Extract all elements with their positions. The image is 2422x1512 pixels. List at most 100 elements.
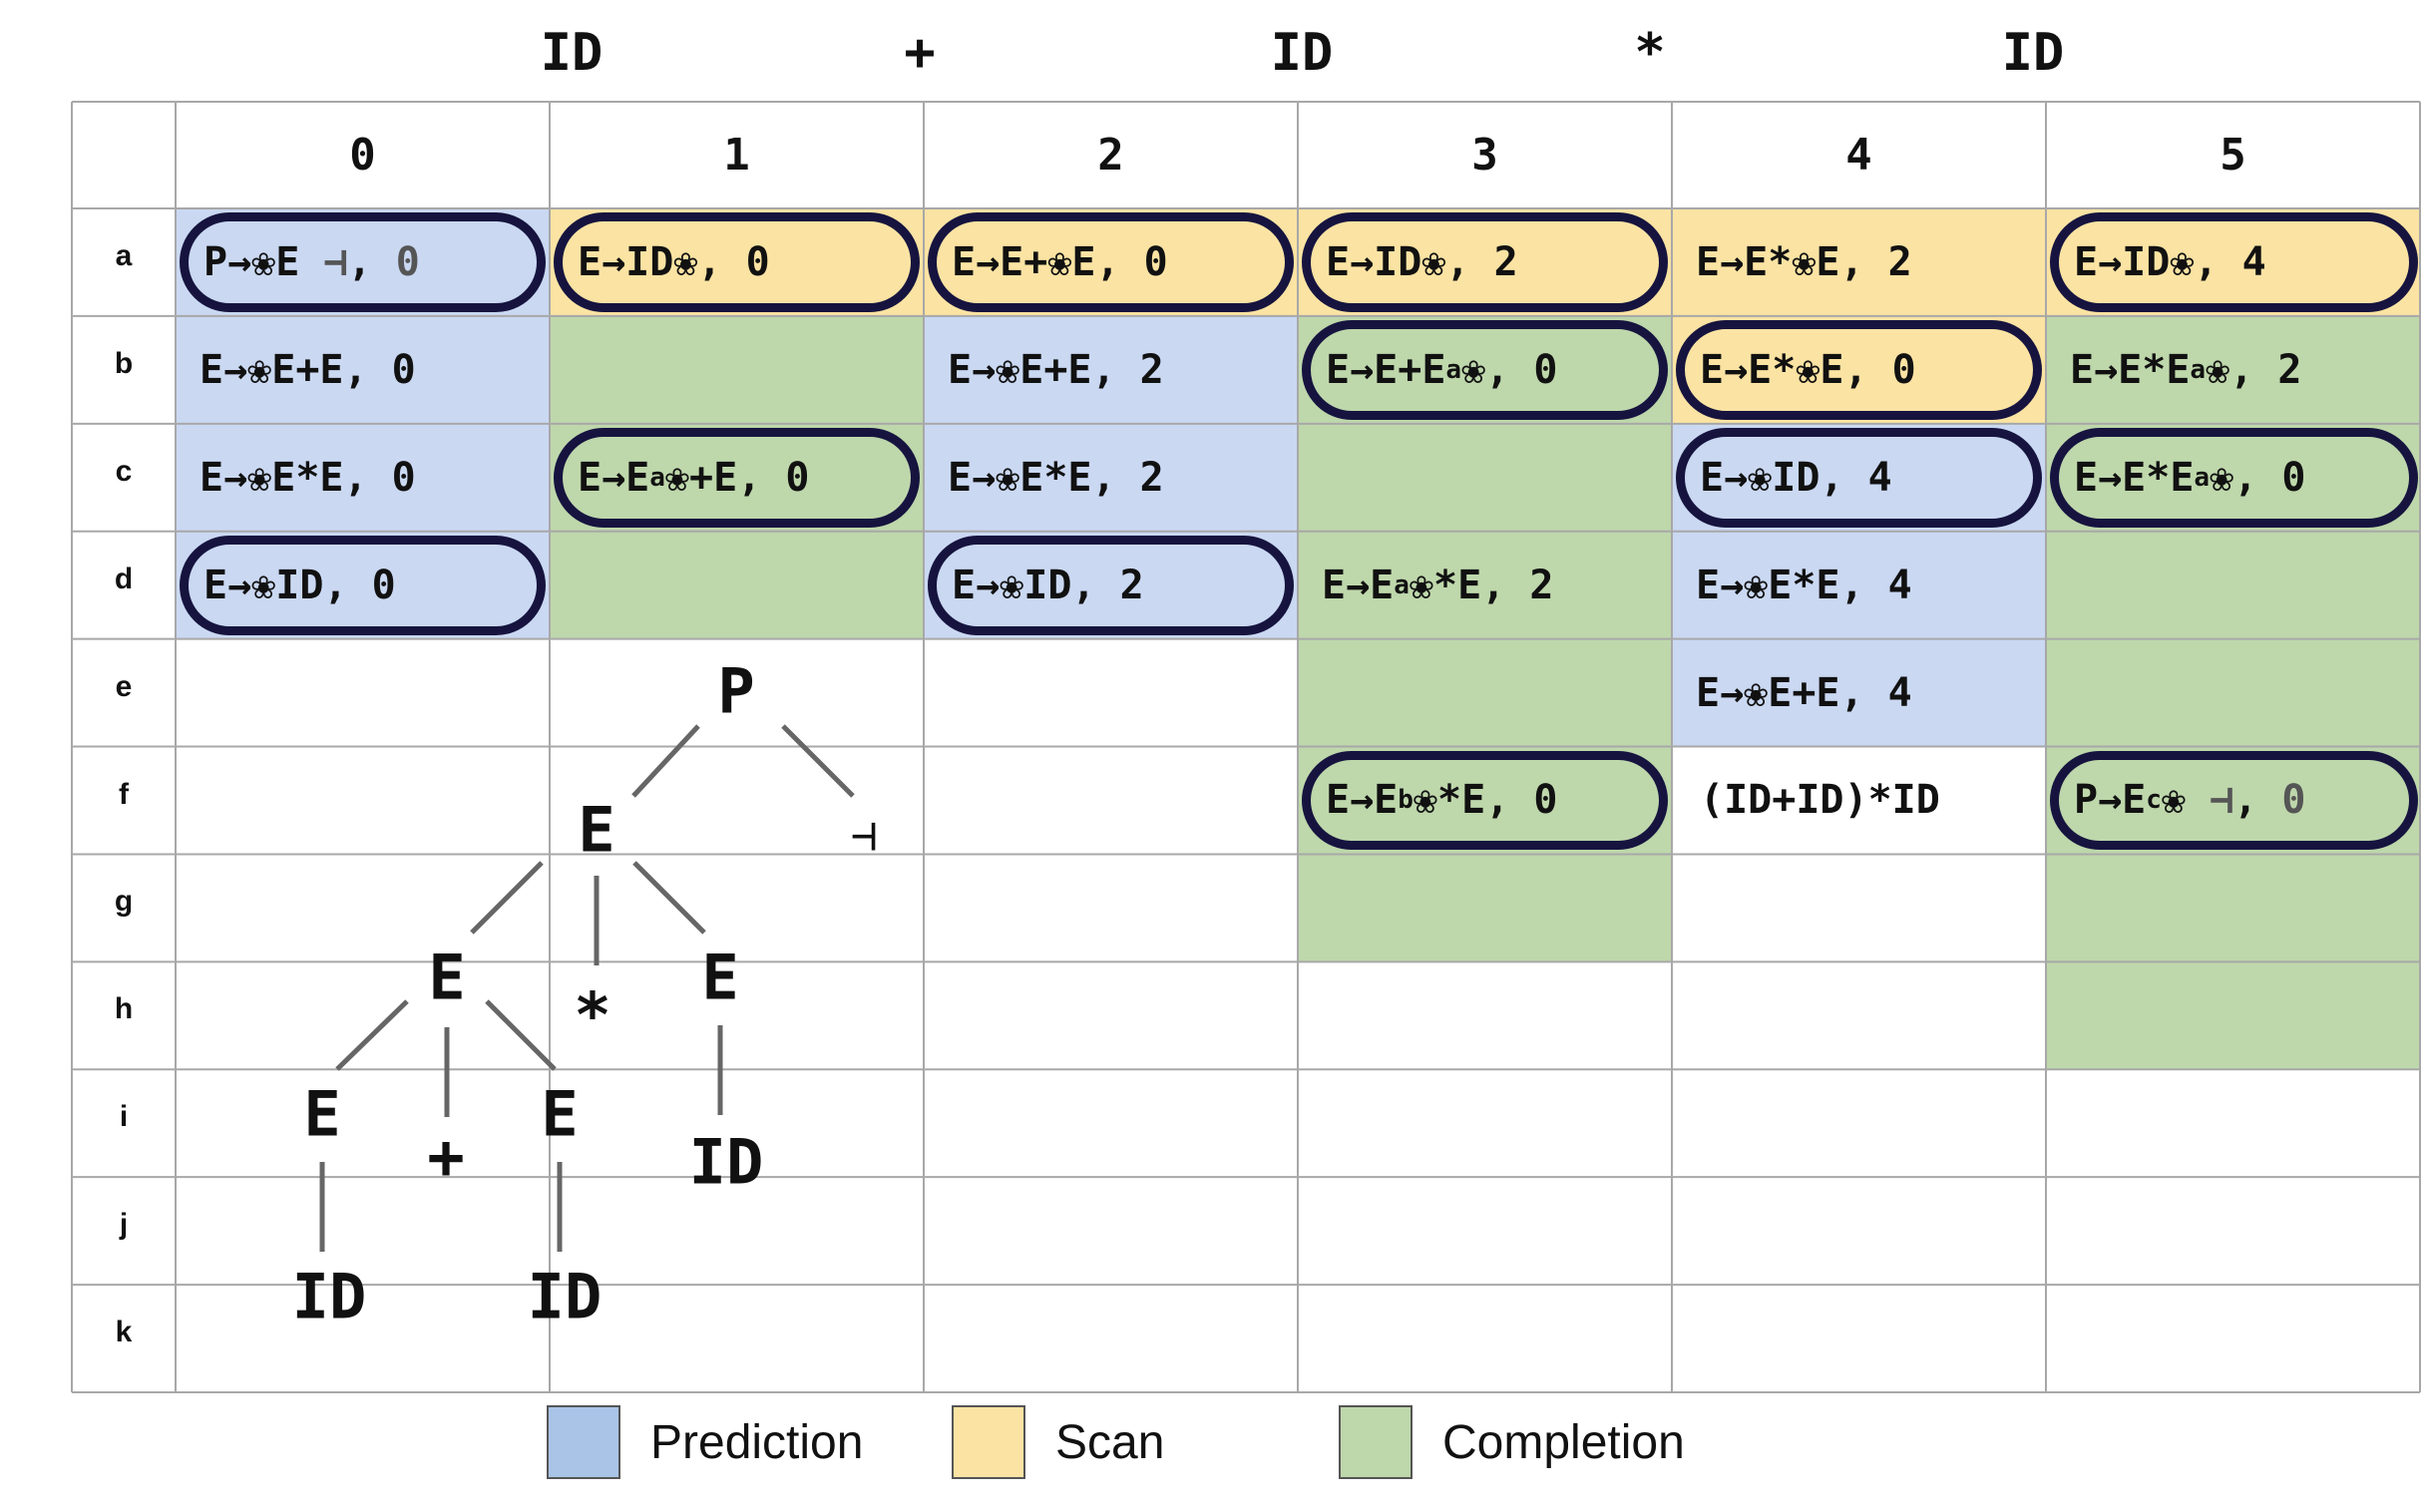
legend-swatch <box>952 1405 1025 1479</box>
cell-fill-completion <box>550 531 924 639</box>
legend-item-scan: Scan <box>952 1404 1164 1480</box>
legend-item-prediction: Prediction <box>547 1404 863 1480</box>
legend-label: Completion <box>1442 1415 1685 1469</box>
item-text: , <box>347 238 396 285</box>
item-text: E→❀E+E, 0 <box>200 346 416 393</box>
row-header: c <box>115 454 133 488</box>
chart-item: E→❀E+E, 0 <box>176 316 550 424</box>
cell-fill-completion <box>2046 854 2420 962</box>
row-header: a <box>115 239 133 272</box>
chart-item: (ID+ID)*ID <box>1672 747 2046 855</box>
item-text: ⊣ <box>2210 777 2234 824</box>
tree-node: * <box>574 978 611 1052</box>
item-text: E→ID❀, 2 <box>1326 238 1518 285</box>
cell-fill-completion <box>1298 315 1672 424</box>
item-text: ❀*E, 0 <box>1413 777 1558 824</box>
item-text: E→❀E*E, 0 <box>200 454 416 501</box>
column-header: 0 <box>349 130 376 181</box>
cell-fill-scan <box>1672 208 2046 316</box>
legend-swatch <box>547 1405 620 1479</box>
cell-fill-prediction <box>176 531 550 639</box>
item-text: , <box>2233 777 2282 824</box>
item-text: E→E*❀E, 0 <box>1700 346 1916 393</box>
cell-fill-completion <box>1298 423 1672 532</box>
item-text: ❀+E, 0 <box>664 454 810 501</box>
row-header: d <box>114 562 134 595</box>
row-header: f <box>119 777 129 811</box>
input-token: + <box>904 23 936 83</box>
column-header: 4 <box>1845 130 1872 181</box>
legend-item-completion: Completion <box>1339 1404 1685 1480</box>
cell-fill-prediction <box>924 423 1298 532</box>
chart-item: E→❀E+E, 2 <box>924 316 1298 424</box>
item-text: ❀, 2 <box>2206 346 2302 393</box>
input-token: * <box>1634 23 1666 83</box>
cell-fill-completion <box>2046 315 2420 424</box>
chart-item: E→❀E*E, 0 <box>176 424 550 532</box>
cell-fill-completion <box>1298 854 1672 962</box>
item-text: E→❀ID, 0 <box>203 562 396 608</box>
item-text: (ID+ID)*ID <box>1700 777 1940 824</box>
chart-item: E→❀E+E, 4 <box>1672 639 2046 747</box>
column-header: 5 <box>2220 130 2246 181</box>
tree-node: ⊣ <box>850 810 878 862</box>
tree-node: E <box>701 941 739 1014</box>
completed-item-circled: E→❀ID, 2 <box>928 535 1294 635</box>
cell-fill-prediction <box>176 423 550 532</box>
cell-fill-completion <box>2046 423 2420 532</box>
cell-fill-completion <box>1298 638 1672 747</box>
column-header: 3 <box>1471 130 1498 181</box>
cell-fill-completion <box>550 315 924 424</box>
item-text: E→❀E*E, 4 <box>1696 562 1912 608</box>
chart-item: E→❀E*E, 2 <box>924 424 1298 532</box>
item-text: E→ID❀, 4 <box>2074 238 2266 285</box>
row-header: e <box>115 669 133 703</box>
item-text: E→❀ID, 4 <box>1700 454 1892 501</box>
item-text: E→E*❀E, 2 <box>1696 238 1912 285</box>
cell-fill-prediction <box>176 208 550 316</box>
legend-label: Scan <box>1055 1415 1165 1469</box>
item-text: E→E*E <box>2070 346 2191 393</box>
cell-fill-prediction <box>924 531 1298 639</box>
row-header: j <box>119 1208 129 1242</box>
legend-label: Prediction <box>650 1415 864 1469</box>
item-text: E→❀E+E, 4 <box>1696 669 1912 716</box>
cell-fill-prediction <box>924 315 1298 424</box>
tree-node: E <box>303 1077 341 1151</box>
column-header: 2 <box>1097 130 1124 181</box>
cell-fill-completion <box>1298 531 1672 639</box>
item-text: ⊣ <box>323 238 348 285</box>
row-header: b <box>114 346 134 380</box>
cell-fill-completion <box>2046 638 2420 747</box>
tree-node: ID <box>688 1125 764 1199</box>
item-text: ❀ <box>2161 777 2211 824</box>
item-text: P→E <box>2074 777 2147 824</box>
item-text: 0 <box>2281 777 2306 824</box>
item-text: P→❀E <box>203 238 324 285</box>
chart-item: E→❀E*E, 4 <box>1672 532 2046 639</box>
tree-node: E <box>578 793 615 867</box>
completed-item-circled: E→❀ID, 4 <box>1676 427 2042 528</box>
item-text: ❀, 0 <box>2210 454 2306 501</box>
item-text: E→❀E*E, 2 <box>948 454 1164 501</box>
input-token: ID <box>1270 23 1334 83</box>
cell-fill-completion <box>2046 531 2420 639</box>
chart-item: E→E*❀E, 2 <box>1672 208 2046 316</box>
input-token: ID <box>2001 23 2065 83</box>
completed-item-circled: E→❀ID, 0 <box>180 535 546 635</box>
cell-fill-completion <box>2046 746 2420 855</box>
item-text: E→E+E <box>1326 346 1446 393</box>
cell-fill-scan <box>1298 208 1672 316</box>
tree-node: ID <box>527 1260 603 1333</box>
completed-item-circled: E→E+❀E, 0 <box>928 212 1294 312</box>
completed-item-circled: E→ID❀, 2 <box>1302 212 1668 312</box>
row-header: i <box>119 1100 129 1134</box>
